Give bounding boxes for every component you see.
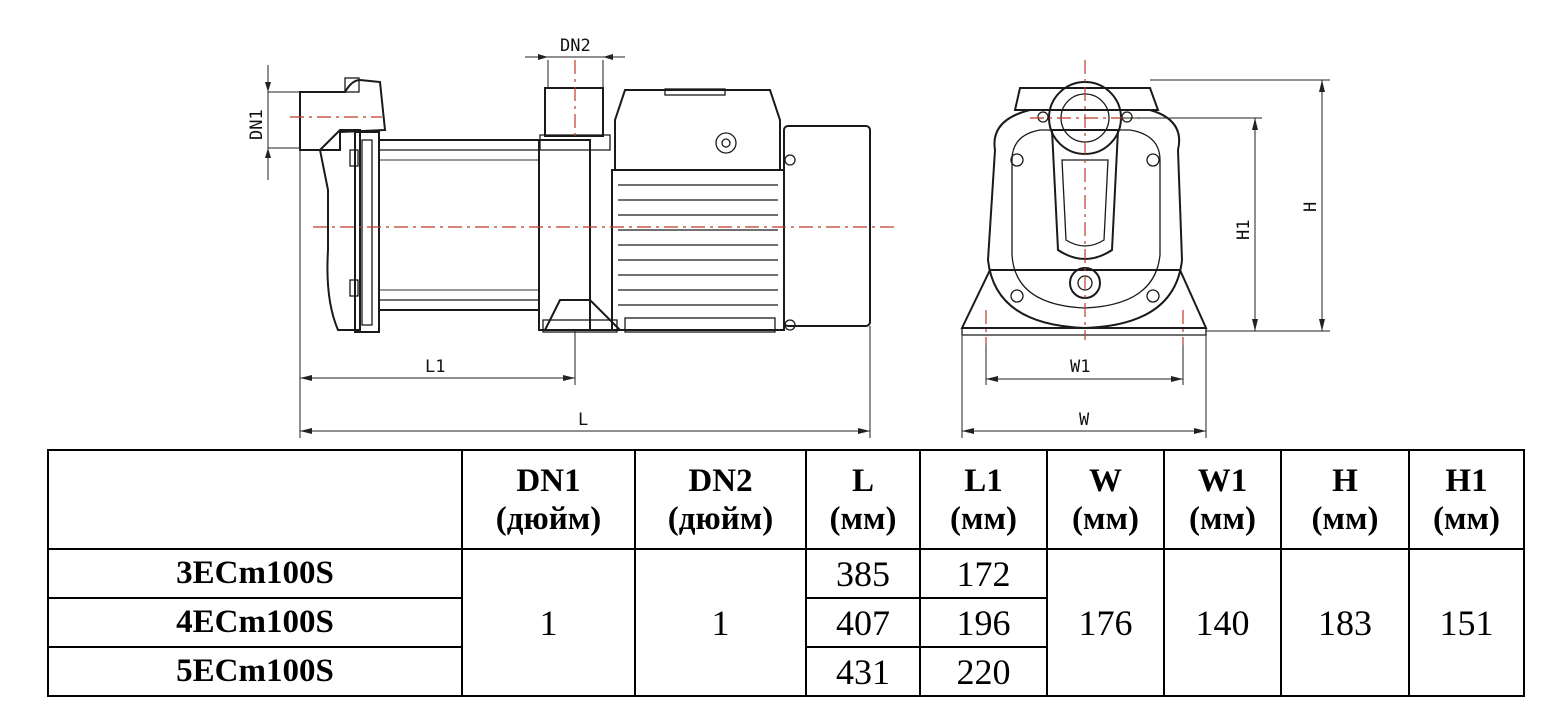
dn2-label: DN2 bbox=[560, 36, 591, 56]
header-w1-unit: (мм) bbox=[1189, 500, 1256, 537]
side-view: DN2 DN1 L1 L bbox=[247, 36, 895, 438]
l1-value: 172 bbox=[919, 548, 1048, 599]
dn1-value: 1 bbox=[461, 548, 636, 697]
header-l-name: L bbox=[851, 462, 874, 499]
header-h-name: H bbox=[1332, 462, 1358, 499]
l1-value: 196 bbox=[919, 597, 1048, 648]
header-w1: W1(мм) bbox=[1163, 449, 1282, 550]
h1-value: 151 bbox=[1408, 548, 1525, 697]
header-dn1-name: DN1 bbox=[516, 462, 581, 499]
header-dn1-unit: (дюйм) bbox=[495, 500, 602, 537]
header-l1-unit: (мм) bbox=[950, 500, 1017, 537]
header-w-name: W bbox=[1089, 462, 1122, 499]
h-value: 183 bbox=[1280, 548, 1410, 697]
l1-value: 220 bbox=[919, 646, 1048, 697]
table-row: 3ECm100S 1 1 385 172 176 140 183 151 bbox=[47, 548, 1525, 697]
h1-label: H1 bbox=[1234, 220, 1254, 240]
header-dn2-unit: (дюйм) bbox=[667, 500, 774, 537]
header-h: H(мм) bbox=[1280, 449, 1410, 550]
dimensions-table: DN1(дюйм) DN2(дюйм) L(мм) L1(мм) W(мм) W… bbox=[47, 449, 1525, 697]
header-dn1: DN1(дюйм) bbox=[461, 449, 636, 550]
header-w1-name: W1 bbox=[1197, 462, 1248, 499]
header-l1-name: L1 bbox=[964, 462, 1003, 499]
header-w: W(мм) bbox=[1046, 449, 1165, 550]
w-value: 176 bbox=[1046, 548, 1165, 697]
header-l: L(мм) bbox=[805, 449, 921, 550]
header-l-unit: (мм) bbox=[829, 500, 897, 537]
l-value: 407 bbox=[805, 597, 921, 648]
header-w-unit: (мм) bbox=[1072, 500, 1139, 537]
front-view: H1 H W1 W bbox=[960, 60, 1330, 438]
header-row: DN1(дюйм) DN2(дюйм) L(мм) L1(мм) W(мм) W… bbox=[47, 449, 1525, 550]
model-name: 3ECm100S bbox=[47, 548, 463, 599]
model-name: 4ECm100S bbox=[47, 597, 463, 648]
motor-fins bbox=[618, 184, 778, 306]
header-h1-unit: (мм) bbox=[1433, 500, 1500, 537]
header-dn2: DN2(дюйм) bbox=[634, 449, 807, 550]
header-l1: L1(мм) bbox=[919, 449, 1048, 550]
l-label: L bbox=[578, 410, 588, 430]
dn2-value: 1 bbox=[634, 548, 807, 697]
model-name: 5ECm100S bbox=[47, 646, 463, 697]
l1-label: L1 bbox=[425, 357, 445, 377]
l-value: 385 bbox=[805, 548, 921, 599]
table-row: 4ECm100S 407 196 bbox=[47, 597, 1524, 648]
h-label: H bbox=[1301, 202, 1321, 212]
dn1-label: DN1 bbox=[247, 109, 267, 140]
header-h1: H1(мм) bbox=[1408, 449, 1525, 550]
w1-value: 140 bbox=[1163, 548, 1282, 697]
header-h1-name: H1 bbox=[1445, 462, 1488, 499]
w-label: W bbox=[1079, 410, 1090, 430]
l-value: 431 bbox=[805, 646, 921, 697]
header-dn2-name: DN2 bbox=[688, 462, 753, 499]
w1-label: W1 bbox=[1070, 357, 1090, 377]
table-row: 5ECm100S 431 220 bbox=[47, 646, 1524, 697]
header-h-unit: (мм) bbox=[1311, 500, 1379, 537]
header-model-cell bbox=[47, 449, 463, 550]
technical-drawing: DN2 DN1 L1 L bbox=[247, 36, 1330, 438]
